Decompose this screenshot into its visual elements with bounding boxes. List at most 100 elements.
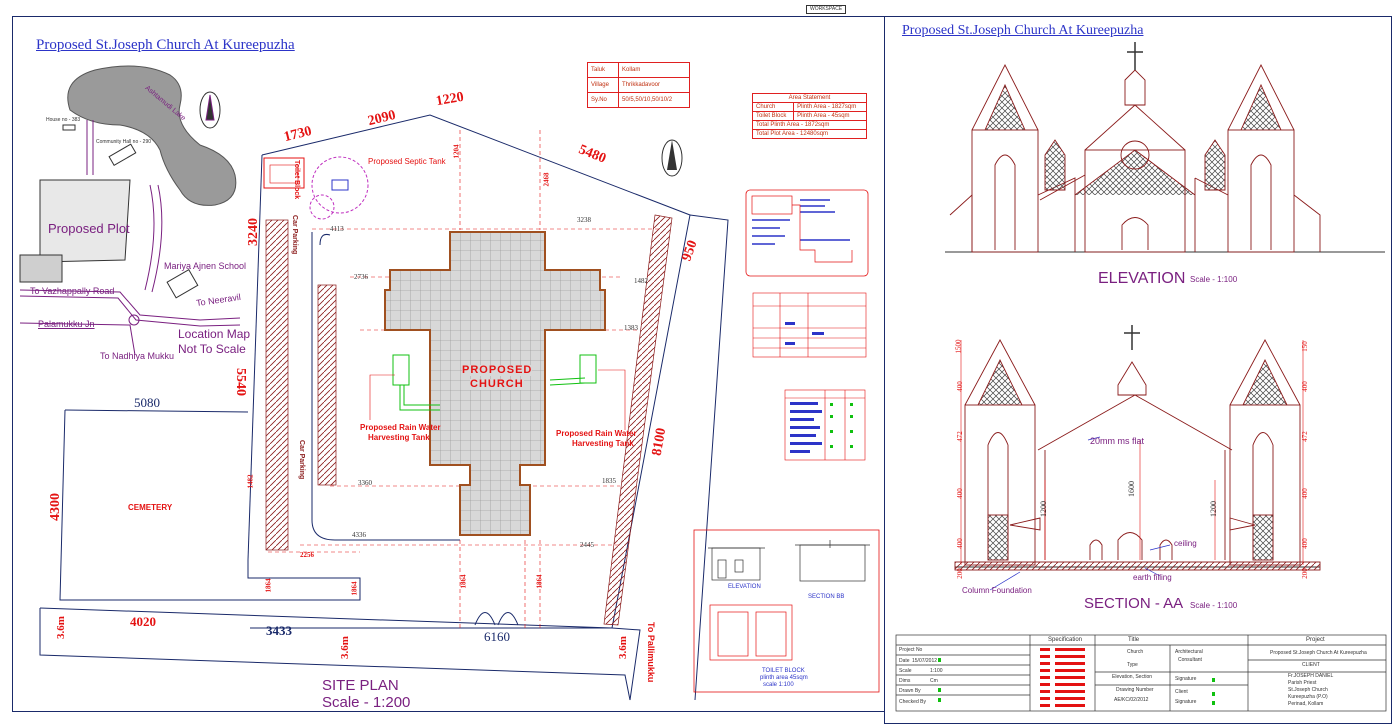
land-table-value: 50/5,50/10,50/10/2 <box>617 92 691 108</box>
section-caption: SECTION - AA <box>1084 595 1184 612</box>
palamukku-label: Palamukku Jn <box>38 319 95 329</box>
tb-dims-value: Cm <box>930 678 938 684</box>
area-row-value: Plinth Area - 1827sqm <box>793 102 867 112</box>
tb-specification: Specification <box>1048 637 1083 643</box>
title-block-lines <box>895 634 1387 712</box>
slab-label: 20mm ms flat <box>1090 436 1145 446</box>
dim-5540: 5540 <box>233 368 248 396</box>
ceiling-label: ceiling <box>1174 539 1197 548</box>
section-height: 1600 <box>1127 481 1136 497</box>
area-row-key: Toilet Block <box>751 111 795 121</box>
tb-client-4: Kureepuzha (P.O) <box>1288 694 1328 700</box>
inner-dim: 1864 <box>535 574 544 589</box>
rain-tank-left-2: Harvesting Tank <box>368 433 430 442</box>
school-label: Mariya Ajnen School <box>164 261 247 271</box>
tb-type-value: Elevation, Section <box>1112 674 1153 680</box>
toilet-title-2: plinth area 45sqm <box>760 675 808 681</box>
parking-strips <box>265 214 673 626</box>
toilet-elevation-label: ELEVATION <box>728 584 761 590</box>
toilet-title-1: TOILET BLOCK <box>762 668 805 674</box>
tb-architect-2: Consultant <box>1178 657 1202 663</box>
location-map <box>19 65 241 356</box>
land-table-value: Thrikkadavoor <box>617 77 691 93</box>
tb-client-5: Perinad, Kollam <box>1288 701 1324 707</box>
elevation-drawing <box>945 64 1385 253</box>
area-row-value: Plinth Area - 45sqm <box>793 111 867 121</box>
tb-title-hdr: Title <box>1128 637 1140 643</box>
location-map-note-2: Not To Scale <box>178 342 246 356</box>
septic-tank-label: Proposed Septic Tank <box>368 157 446 166</box>
tb-type: Type <box>1127 662 1138 668</box>
location-map-note-1: Location Map <box>178 327 251 341</box>
section-dim-right: 200 <box>1300 568 1309 579</box>
tb-client-hdr: CLIENT <box>1302 662 1320 668</box>
inner-dim: 2468 <box>542 172 551 187</box>
toilet-title-3: scale 1:100 <box>763 682 794 688</box>
cemetery-label: CEMETERY <box>128 503 173 512</box>
section-scale: Scale - 1:100 <box>1190 601 1238 610</box>
dim-6160: 6160 <box>484 629 510 644</box>
tb-architect-1: Architectural <box>1175 649 1203 655</box>
community-hall-label: Community Hall no - 290 <box>96 139 152 145</box>
proposed-plot-label: Proposed Plot <box>48 221 130 236</box>
tb-date-value: 15/07/2012 <box>912 658 938 664</box>
tb-client-2: Parish Priest <box>1288 680 1317 686</box>
septic-tank-circle <box>311 156 369 214</box>
church-label-2: CHURCH <box>470 378 524 390</box>
toilet-section-label: SECTION BB <box>808 594 845 600</box>
inner-dim: 1383 <box>624 324 638 332</box>
dim-3240: 3240 <box>246 218 261 246</box>
rain-tank-right-2: Harvesting Tank <box>572 439 634 448</box>
section-dim-right: 400 <box>1300 488 1309 499</box>
dim-4020: 4020 <box>130 614 156 629</box>
inner-dim: 2736 <box>354 273 368 281</box>
area-statement-title: Area Statement <box>752 93 867 103</box>
inner-dim: 3238 <box>577 216 591 224</box>
area-row-key: Total Plinth Area - 1872sqm <box>752 120 867 130</box>
tb-date: Date <box>899 658 910 664</box>
parking-top-label: Car Parking <box>291 215 298 255</box>
elevation-scale: Scale - 1:100 <box>1190 275 1238 284</box>
rain-tank-right-1: Proposed Rain Water <box>556 429 637 438</box>
inner-dim: 2445 <box>580 541 594 549</box>
tb-scale-value: 1:100 <box>930 668 943 674</box>
inner-dim: 1864 <box>350 581 359 596</box>
column-foundation-label: Column Foundation <box>962 586 1032 595</box>
rain-tank-left-1: Proposed Rain Water <box>360 423 441 432</box>
area-row-key: Church <box>751 102 795 112</box>
tb-scale: Scale <box>899 668 912 674</box>
pallimukku-label: To Pallimukku <box>646 622 656 683</box>
dim-3-6m-c: 3.6m <box>616 636 629 659</box>
church-label-1: PROPOSED <box>462 364 533 376</box>
dim-5080: 5080 <box>134 395 160 410</box>
tb-title-value: Church <box>1127 649 1144 655</box>
site-boundary <box>39 114 729 701</box>
tb-client: Client <box>1175 689 1188 695</box>
tb-client-1: Fr.JOSEPH DANIEL <box>1288 673 1334 679</box>
house-no-label: House no - 383 <box>46 117 81 123</box>
elevation-caption: ELEVATION <box>1098 270 1186 287</box>
land-table-key: Village <box>587 77 619 93</box>
tb-project-hdr: Project <box>1306 637 1325 643</box>
site-plan-scale: Scale - 1:200 <box>322 694 411 711</box>
inner-dim: 4113 <box>330 225 344 233</box>
inner-dim: 1482 <box>246 474 255 489</box>
elevation-sheet-title: Proposed St.Joseph Church At Kureepuzha <box>902 23 1144 38</box>
tb-drawing-no-value: AE/KC/02/2012 <box>1114 697 1149 703</box>
site-plan-caption: SITE PLAN <box>322 677 399 694</box>
inner-dim: 1482 <box>634 277 648 285</box>
section-dim-left: 200 <box>955 568 964 579</box>
section-dim-left: 1500 <box>954 339 963 354</box>
tb-signature: Signature <box>1175 676 1197 682</box>
tb-checked-by: Checked By <box>899 699 926 705</box>
tb-client-3: St.Joseph Church <box>1288 687 1328 693</box>
earth-filling-label: earth filling <box>1133 573 1172 582</box>
land-table-key: Taluk <box>587 62 619 78</box>
tb-dims: Dims <box>899 678 911 684</box>
inner-dim: 1864 <box>459 574 468 589</box>
inner-dim: 2256 <box>300 551 314 559</box>
tb-signature-2: Signature <box>1175 699 1197 705</box>
inner-dim: 1204 <box>452 144 461 159</box>
